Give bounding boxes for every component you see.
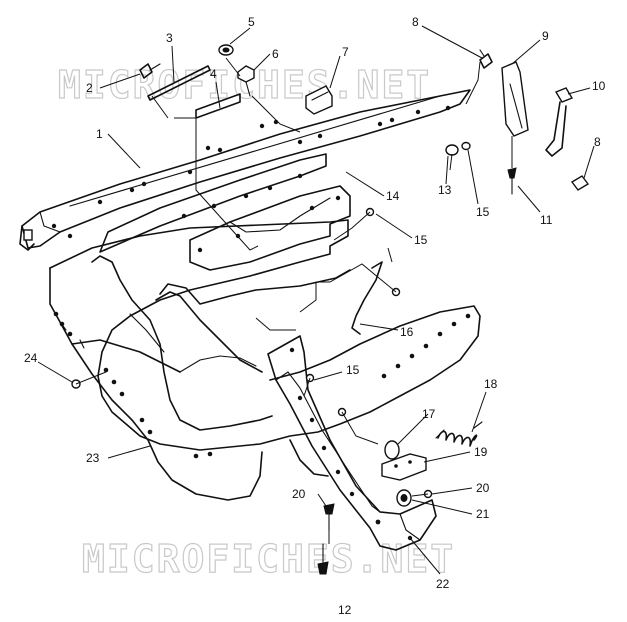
strip: [195, 93, 241, 119]
spring: [435, 421, 483, 447]
body-panel-holes: [53, 311, 471, 459]
top-rail-holes: [51, 105, 451, 239]
latch-plate: [501, 61, 529, 137]
callout-11: 11: [540, 213, 553, 227]
callout-20-left: 20: [292, 487, 306, 501]
nut: [218, 44, 234, 56]
callout-1: 1: [96, 127, 103, 141]
inner-bracket-plate: [99, 153, 351, 271]
pin: [507, 167, 517, 195]
callout-10: 10: [592, 79, 606, 93]
callout-3: 3: [166, 31, 173, 45]
callout-8-top: 8: [412, 15, 419, 29]
callout-15-mid: 15: [414, 233, 428, 247]
washer: [396, 489, 412, 507]
callout-6: 6: [272, 47, 279, 61]
hinge-clip: [305, 85, 333, 115]
callout-4: 4: [210, 67, 217, 81]
side-bracket: [267, 335, 437, 551]
callouts: 1 2 3 4 5 6 7 8 8 9 10 11 12 13 14 15 15…: [24, 15, 606, 617]
hinge-plate: [381, 453, 427, 481]
callout-15-top: 15: [476, 205, 490, 219]
latch-arm: [545, 87, 574, 157]
screw-left: [323, 503, 335, 531]
callout-23: 23: [86, 451, 100, 465]
callout-21: 21: [476, 507, 490, 521]
callout-14: 14: [386, 189, 400, 203]
callout-7: 7: [342, 45, 349, 59]
side-bracket-holes: [289, 347, 413, 541]
grommet: [445, 141, 471, 156]
screw-top: [479, 49, 493, 69]
callout-18: 18: [484, 377, 498, 391]
callout-12: 12: [338, 603, 352, 617]
callout-16: 16: [400, 325, 414, 339]
callout-9: 9: [542, 29, 549, 43]
watermark-bottom: MICROFICHES.NET: [82, 537, 455, 581]
callout-2: 2: [86, 81, 93, 95]
wire-rod: [351, 261, 383, 335]
callout-5: 5: [248, 15, 255, 29]
rod: [147, 65, 211, 101]
callout-24: 24: [24, 351, 38, 365]
rivet: [139, 63, 161, 79]
assembly-lines: [75, 57, 513, 544]
callout-8-right: 8: [594, 135, 601, 149]
callout-15-low: 15: [346, 363, 360, 377]
leader-lines: [37, 25, 595, 575]
callout-22: 22: [436, 577, 450, 591]
bumper: [337, 407, 400, 460]
pin-bottom: [317, 543, 329, 575]
cap-right: [570, 175, 590, 191]
callout-19: 19: [474, 445, 488, 459]
bolt: [237, 65, 255, 97]
callout-13: 13: [438, 183, 452, 197]
callout-20-right: 20: [476, 481, 490, 495]
callout-17: 17: [422, 407, 436, 421]
